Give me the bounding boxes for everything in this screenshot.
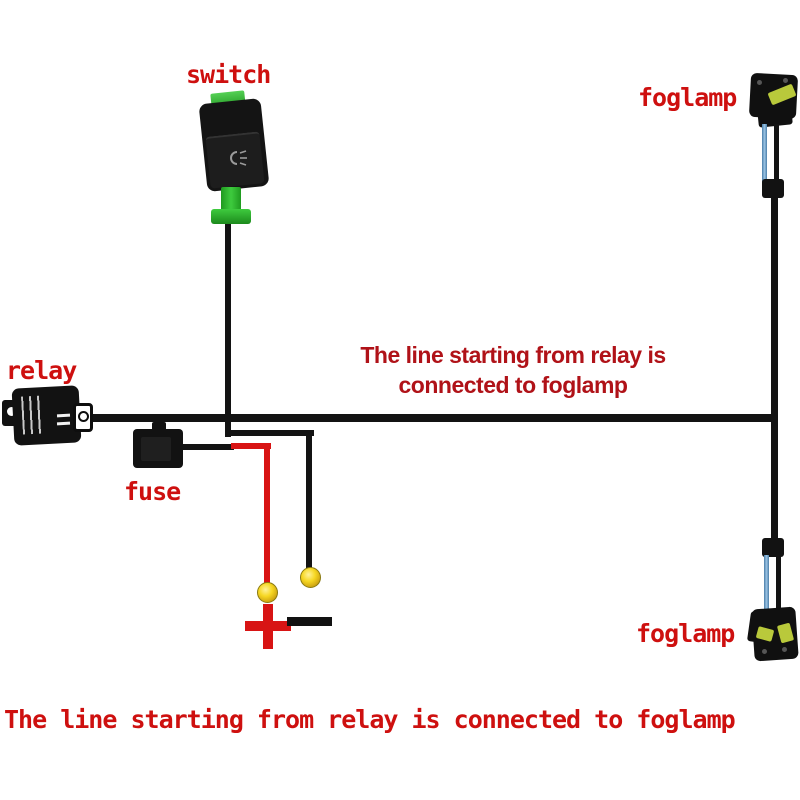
foglamp-top-blue-wire bbox=[762, 124, 767, 182]
minus-icon bbox=[287, 617, 332, 626]
ground-wire-horizontal bbox=[228, 430, 314, 436]
main-wire bbox=[88, 414, 778, 422]
relay-mount-hole bbox=[7, 407, 16, 416]
foglamp-bottom-label: foglamp bbox=[636, 619, 735, 648]
foglamp-top-black-wire bbox=[774, 124, 779, 182]
power-wire-horizontal bbox=[231, 443, 271, 449]
ground-wire-vertical bbox=[306, 430, 312, 568]
fuse-nub bbox=[152, 422, 166, 431]
connector-dot bbox=[783, 78, 788, 83]
relay-connector-hole bbox=[78, 411, 89, 422]
fuse-wire bbox=[178, 444, 234, 450]
relay-print-marks bbox=[21, 395, 45, 435]
fuse-label: fuse bbox=[124, 477, 181, 506]
note-line-1: The line starting from relay is bbox=[360, 342, 666, 368]
connector-dot bbox=[762, 649, 767, 654]
connector-dot bbox=[757, 80, 762, 85]
foglamp-bottom-black-wire bbox=[776, 555, 781, 611]
foglamp-trunk-wire bbox=[771, 196, 778, 542]
relay-label: relay bbox=[6, 356, 77, 385]
positive-ring-terminal bbox=[257, 582, 278, 603]
connector-dot bbox=[782, 647, 787, 652]
caption-text: The line starting from relay is connecte… bbox=[4, 705, 736, 734]
note-line-2: connected to foglamp bbox=[398, 372, 628, 398]
foglamp-bottom-blue-wire bbox=[764, 555, 769, 611]
switch-wire bbox=[225, 220, 231, 437]
foglamp-top-label: foglamp bbox=[638, 83, 737, 112]
foglamp-top-sleeve bbox=[762, 179, 784, 198]
fuse-holder-inner bbox=[141, 437, 171, 461]
switch-label: switch bbox=[186, 60, 271, 89]
switch-plug-base bbox=[211, 209, 251, 224]
switch-plug bbox=[221, 187, 241, 213]
power-wire-vertical bbox=[264, 443, 270, 584]
foglamp-icon bbox=[230, 150, 247, 166]
note-text: The line starting from relay is connecte… bbox=[318, 340, 708, 400]
negative-ring-terminal bbox=[300, 567, 321, 588]
foglamp-bottom-sleeve bbox=[762, 538, 784, 557]
